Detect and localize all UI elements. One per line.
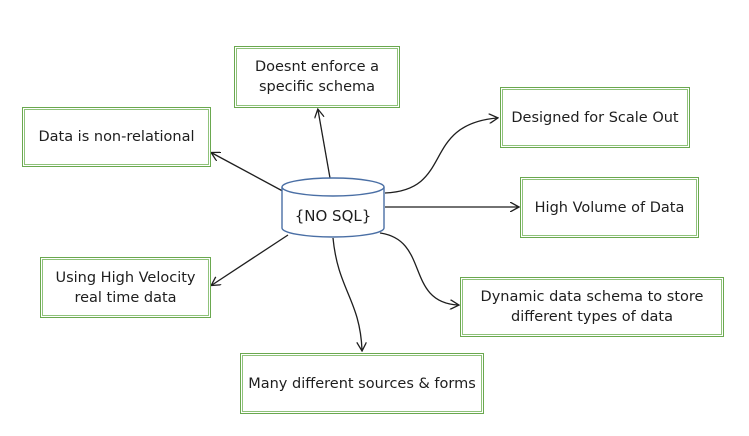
arrow-to-non-relational [212, 153, 291, 196]
arrow-to-scale-out [384, 118, 497, 194]
arrow-to-dynamic-schema [379, 232, 458, 305]
node-scale-out-label: Designed for Scale Out [511, 109, 679, 126]
arrow-to-schema [318, 110, 331, 179]
node-non-relational: Data is non-relational [22, 107, 211, 167]
arrow-to-sources [332, 237, 362, 350]
node-dynamic-schema: Dynamic data schema to store different t… [460, 277, 724, 337]
node-high-velocity-label: Using High Velocity real time data [55, 269, 196, 306]
node-high-volume: High Volume of Data [520, 177, 699, 238]
node-high-velocity: Using High Velocity real time data [40, 257, 211, 318]
node-high-volume-label: High Volume of Data [534, 199, 685, 216]
center-label: {NO SQL} [294, 207, 372, 225]
node-schema: Doesnt enforce a specific schema [234, 46, 400, 108]
node-non-relational-label: Data is non-relational [38, 129, 195, 145]
node-dynamic-schema-label: Dynamic data schema to store different t… [480, 289, 704, 325]
node-scale-out: Designed for Scale Out [500, 87, 690, 148]
nosql-database-cylinder [281, 177, 385, 238]
node-sources-label: Many different sources & forms [248, 375, 476, 392]
node-schema-label: Doesnt enforce a specific schema [254, 59, 380, 95]
arrow-to-high-velocity [212, 234, 289, 285]
node-sources: Many different sources & forms [240, 353, 484, 414]
